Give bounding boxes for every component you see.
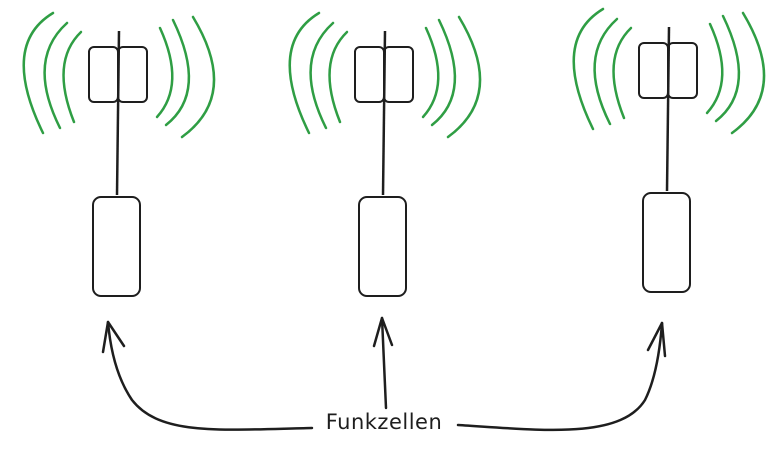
signal-wave-icon bbox=[572, 7, 605, 131]
base-station-box bbox=[642, 192, 691, 293]
antenna-panel-right bbox=[667, 42, 698, 99]
signal-wave-icon bbox=[705, 22, 724, 115]
funkzellen-label: Funkzellen bbox=[325, 410, 443, 434]
antenna-panel-left bbox=[88, 46, 119, 103]
mast bbox=[115, 30, 121, 196]
arrow-line bbox=[456, 321, 664, 432]
signal-wave-icon bbox=[288, 11, 321, 135]
arrowhead-icon bbox=[101, 320, 126, 354]
signal-wave-icon bbox=[180, 15, 216, 139]
arrowhead-icon bbox=[646, 321, 667, 358]
signal-wave-icon bbox=[730, 11, 766, 135]
signal-wave-icon bbox=[43, 21, 69, 130]
cell-tower-3 bbox=[572, 7, 766, 293]
signal-wave-icon bbox=[155, 26, 174, 119]
signal-wave-icon bbox=[164, 18, 191, 127]
signal-wave-icon bbox=[714, 14, 741, 123]
arrow-line bbox=[106, 320, 314, 431]
antenna-panel-right bbox=[117, 46, 148, 103]
antenna-panel-left bbox=[638, 42, 669, 99]
cell-tower-1 bbox=[22, 11, 216, 297]
antenna-panel-right bbox=[383, 46, 414, 103]
antenna-panel-left bbox=[354, 46, 385, 103]
mast bbox=[665, 26, 671, 192]
signal-wave-icon bbox=[62, 30, 83, 124]
signal-wave-icon bbox=[328, 30, 349, 124]
arrow-to-tower-2 bbox=[372, 316, 394, 410]
arrowhead-icon bbox=[372, 316, 394, 348]
signal-wave-icon bbox=[309, 21, 335, 130]
signal-wave-icon bbox=[421, 26, 440, 119]
base-station-box bbox=[92, 196, 141, 297]
arrow-to-tower-3 bbox=[456, 321, 667, 432]
signal-wave-icon bbox=[446, 15, 482, 139]
signal-wave-icon bbox=[430, 18, 457, 127]
arrow-line bbox=[380, 316, 388, 410]
cell-tower-2 bbox=[288, 11, 482, 297]
signal-wave-icon bbox=[22, 11, 55, 135]
signal-wave-icon bbox=[593, 17, 619, 126]
base-station-box bbox=[358, 196, 407, 297]
mast bbox=[381, 30, 387, 196]
arrow-to-tower-1 bbox=[101, 320, 314, 431]
signal-wave-icon bbox=[612, 26, 633, 120]
